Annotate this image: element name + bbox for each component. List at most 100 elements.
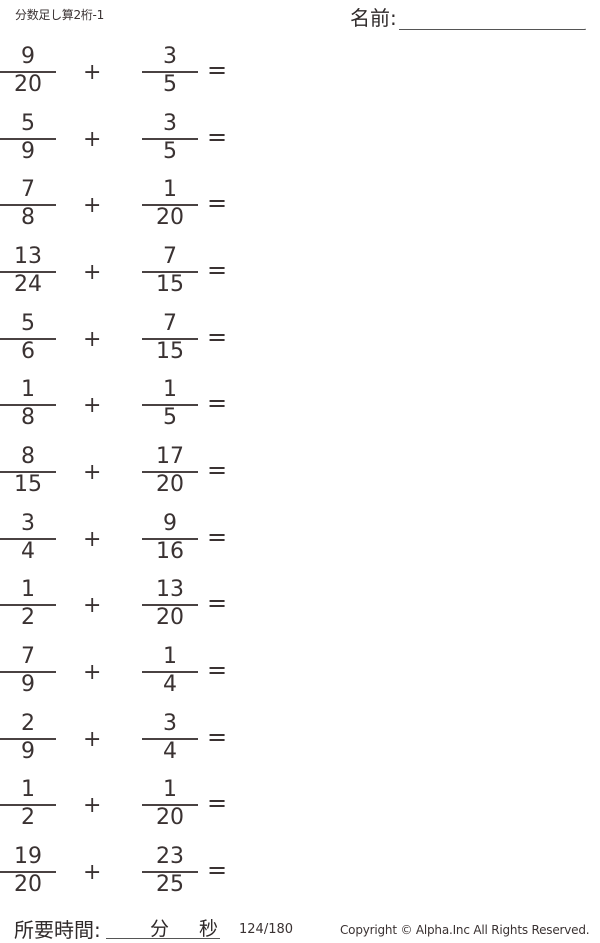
minutes-unit: 分 [150, 918, 170, 940]
worksheet-title: 分数足し算2桁-1 [15, 8, 104, 22]
fraction-bar [0, 671, 56, 673]
plus-sign: + [83, 860, 102, 885]
denominator: 15 [156, 339, 184, 364]
numerator: 7 [21, 177, 35, 202]
equals-sign: = [207, 456, 228, 484]
equals-sign: = [207, 123, 228, 151]
plus-sign: + [83, 660, 102, 685]
denominator: 20 [156, 605, 184, 630]
denominator: 20 [156, 205, 184, 230]
denominator: 5 [163, 72, 177, 97]
equals-sign: = [207, 56, 228, 84]
fraction-bar [0, 871, 56, 873]
denominator: 9 [21, 672, 35, 697]
numerator: 3 [163, 711, 177, 736]
equals-sign: = [207, 189, 228, 217]
denominator: 8 [21, 405, 35, 430]
numerator: 3 [163, 44, 177, 69]
denominator: 20 [14, 872, 42, 897]
equals-sign: = [207, 323, 228, 351]
plus-sign: + [83, 193, 102, 218]
fraction-bar [142, 404, 198, 406]
denominator: 16 [156, 539, 184, 564]
denominator: 2 [21, 805, 35, 830]
plus-sign: + [83, 60, 102, 85]
plus-sign: + [83, 793, 102, 818]
numerator: 1 [163, 377, 177, 402]
denominator: 20 [156, 472, 184, 497]
fraction-bar [142, 871, 198, 873]
time-required-label: 所要時間: [14, 918, 101, 942]
numerator: 1 [21, 577, 35, 602]
fraction-bar [142, 738, 198, 740]
denominator: 8 [21, 205, 35, 230]
denominator: 5 [163, 405, 177, 430]
fraction-bar [0, 138, 56, 140]
denominator: 20 [156, 805, 184, 830]
fraction-bar [0, 404, 56, 406]
plus-sign: + [83, 260, 102, 285]
equals-sign: = [207, 723, 228, 751]
fraction-bar [142, 271, 198, 273]
numerator: 3 [21, 511, 35, 536]
fraction-bar [0, 604, 56, 606]
denominator: 5 [163, 139, 177, 164]
numerator: 13 [14, 244, 42, 269]
fraction-bar [0, 271, 56, 273]
plus-sign: + [83, 327, 102, 352]
denominator: 25 [156, 872, 184, 897]
fraction-bar [142, 338, 198, 340]
numerator: 1 [163, 777, 177, 802]
fraction-bar [0, 71, 56, 73]
numerator: 1 [163, 177, 177, 202]
fraction-bar [142, 471, 198, 473]
equals-sign: = [207, 789, 228, 817]
denominator: 4 [163, 739, 177, 764]
time-blank-line[interactable]: 分 秒 [106, 914, 220, 940]
name-label: 名前: [350, 6, 397, 30]
plus-sign: + [83, 527, 102, 552]
fraction-bar [142, 671, 198, 673]
problem-row: 7 8 + 1 20 = [0, 178, 260, 270]
numerator: 23 [156, 844, 184, 869]
numerator: 1 [21, 377, 35, 402]
denominator: 15 [156, 272, 184, 297]
denominator: 2 [21, 605, 35, 630]
fraction-bar [142, 604, 198, 606]
numerator: 8 [21, 444, 35, 469]
equals-sign: = [207, 656, 228, 684]
numerator: 7 [21, 644, 35, 669]
fraction-bar [0, 738, 56, 740]
fraction-bar [142, 204, 198, 206]
plus-sign: + [83, 460, 102, 485]
fraction-bar [0, 471, 56, 473]
seconds-unit: 秒 [199, 918, 219, 940]
fraction-bar [142, 138, 198, 140]
plus-sign: + [83, 393, 102, 418]
equals-sign: = [207, 856, 228, 884]
denominator: 6 [21, 339, 35, 364]
page-number: 124/180 [239, 922, 294, 937]
denominator: 20 [14, 72, 42, 97]
denominator: 9 [21, 139, 35, 164]
fraction-bar [142, 804, 198, 806]
numerator: 7 [163, 311, 177, 336]
problem-row: 19 20 + 23 25 = [0, 845, 260, 937]
plus-sign: + [83, 593, 102, 618]
fraction-bar [0, 204, 56, 206]
numerator: 7 [163, 244, 177, 269]
name-blank-line[interactable] [398, 9, 587, 33]
numerator: 19 [14, 844, 42, 869]
fraction-bar [0, 338, 56, 340]
denominator: 24 [14, 272, 42, 297]
numerator: 9 [163, 511, 177, 536]
